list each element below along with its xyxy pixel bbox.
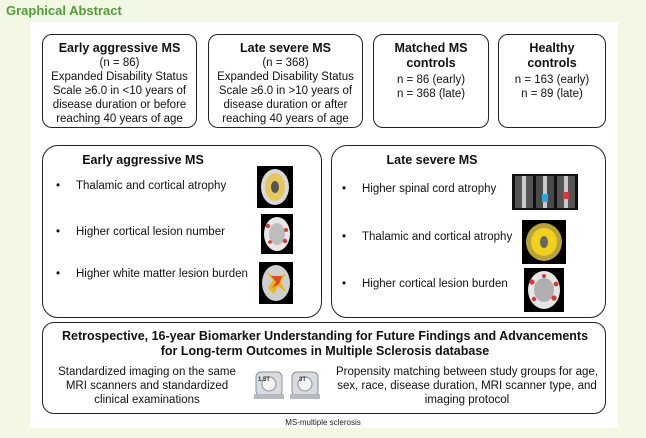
healthy-controls-box: Healthy controls n = 163 (early) n = 89 … [498,34,606,128]
early-finding-3: Higher white matter lesion burden [76,268,248,280]
bullet: • [342,183,347,195]
late-finding-1: Higher spinal cord atrophy [362,183,497,195]
mri-scanner-icon [254,371,284,399]
bullet: • [342,231,347,243]
database-left-text: Standardized imaging on the same MRI sca… [58,366,236,406]
late-finding-2: Thalamic and cortical atrophy [362,231,513,243]
mri-cortical-lesion-icon [261,214,293,254]
bullet: • [342,278,347,290]
bullet: • [56,180,61,192]
bullet: • [56,226,61,238]
early-group-n: (n = 86) [99,57,140,69]
database-title: Retrospective, 16-year Biomarker Underst… [61,329,589,358]
mri-thalamus-icon [522,220,566,264]
late-group-box: Late severe MS (n = 368) Expanded Disabi… [208,34,363,128]
late-group-n: (n = 368) [262,57,309,69]
early-finding-1: Thalamic and cortical atrophy [76,180,227,192]
scanner-label-3t: 3T [299,377,307,383]
late-finding-3: Higher cortical lesion burden [362,278,508,290]
matched-controls-box: Matched MS controls n = 86 (early) n = 3… [373,34,489,128]
late-findings-box: Late severe MS • Higher spinal cord atro… [331,145,606,318]
mri-thalamus-icon [257,166,293,208]
page-title: Graphical Abstract [6,3,122,18]
early-findings-title: Early aggressive MS [82,153,204,167]
mri-scanner-icon [290,371,320,399]
early-finding-2: Higher cortical lesion number [76,226,225,238]
late-findings-title: Late severe MS [386,153,478,167]
spinal-cord-mri-icon [512,174,578,210]
matched-controls-late: n = 368 (late) [396,88,466,100]
healthy-controls-late: n = 89 (late) [521,88,583,100]
bullet: • [56,268,61,280]
footnote: MS-multiple sclerosis [285,418,361,427]
late-group-definition: Expanded Disability Status Scale ≥6.0 in… [217,71,354,125]
late-group-title: Late severe MS [239,41,332,55]
early-group-title: Early aggressive MS [58,41,181,55]
early-group-box: Early aggressive MS (n = 86) Expanded Di… [42,34,197,128]
database-right-text: Propensity matching between study groups… [335,366,599,406]
mri-cortical-lesion-icon [524,268,564,312]
healthy-controls-title: Healthy controls [527,41,577,70]
abstract-panel: Early aggressive MS (n = 86) Expanded Di… [30,22,618,428]
mri-white-matter-icon [259,262,293,304]
early-findings-box: Early aggressive MS • Thalamic and corti… [42,145,322,318]
healthy-controls-early: n = 163 (early) [514,74,590,86]
database-box: Retrospective, 16-year Biomarker Underst… [42,322,606,414]
matched-controls-title: Matched MS controls [394,41,468,70]
matched-controls-early: n = 86 (early) [396,74,466,86]
early-group-definition: Expanded Disability Status Scale ≥6.0 in… [51,71,188,125]
scanner-label-1-5t: 1.5T [258,377,271,383]
